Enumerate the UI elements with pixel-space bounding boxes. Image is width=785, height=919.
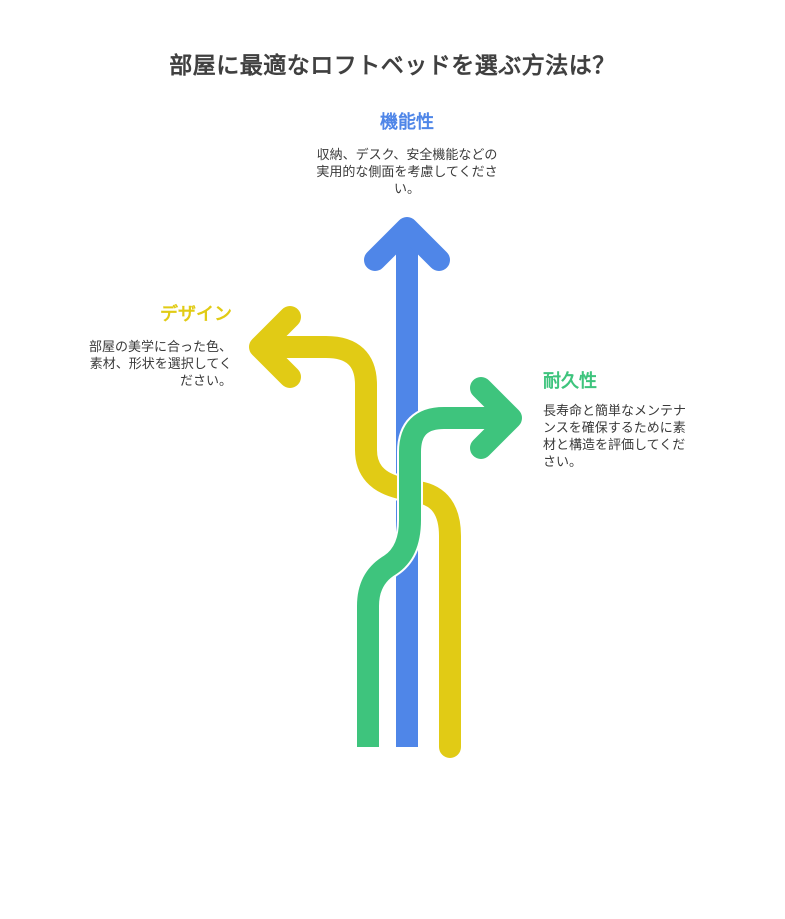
durability-description-line: 長寿命と簡単なメンテナ xyxy=(543,404,687,419)
function-description-line: い。 xyxy=(393,182,420,197)
durability-path xyxy=(357,407,505,747)
durability-path-outline xyxy=(355,405,505,747)
design-heading: デザイン xyxy=(160,304,232,325)
design-description-line: 素材、形状を選択してく xyxy=(89,357,232,372)
durability-description: 長寿命と簡単なメンテナ ンスを確保するために素 材と構造を評価してくだ さい。 xyxy=(543,403,763,471)
design-description-line: ださい。 xyxy=(179,374,232,389)
durability-arrow-head xyxy=(470,377,522,459)
design-arrow-head xyxy=(249,306,301,388)
design-description: 部屋の美学に合った色、 素材、形状を選択してく ださい。 xyxy=(40,339,232,390)
durability-description-line: ンスを確保するために素 xyxy=(543,421,686,436)
page-title: 部屋に最適なロフトベッドを選ぶ方法は？ xyxy=(169,53,616,79)
function-heading: 機能性 xyxy=(380,112,434,133)
durability-description-line: 材と構造を評価してくだ xyxy=(543,438,686,453)
function-arrow-head xyxy=(364,217,450,271)
design-path-upper xyxy=(264,336,404,499)
function-description: 収納、デスク、安全機能などの 実用的な側面を考慮してくださ い。 xyxy=(287,147,527,198)
function-description-line: 収納、デスク、安全機能などの xyxy=(316,148,498,163)
function-description-line: 実用的な側面を考慮してくださ xyxy=(316,165,498,180)
design-description-line: 部屋の美学に合った色、 xyxy=(88,340,232,355)
durability-description-line: さい。 xyxy=(543,455,583,470)
durability-heading: 耐久性 xyxy=(543,371,597,392)
